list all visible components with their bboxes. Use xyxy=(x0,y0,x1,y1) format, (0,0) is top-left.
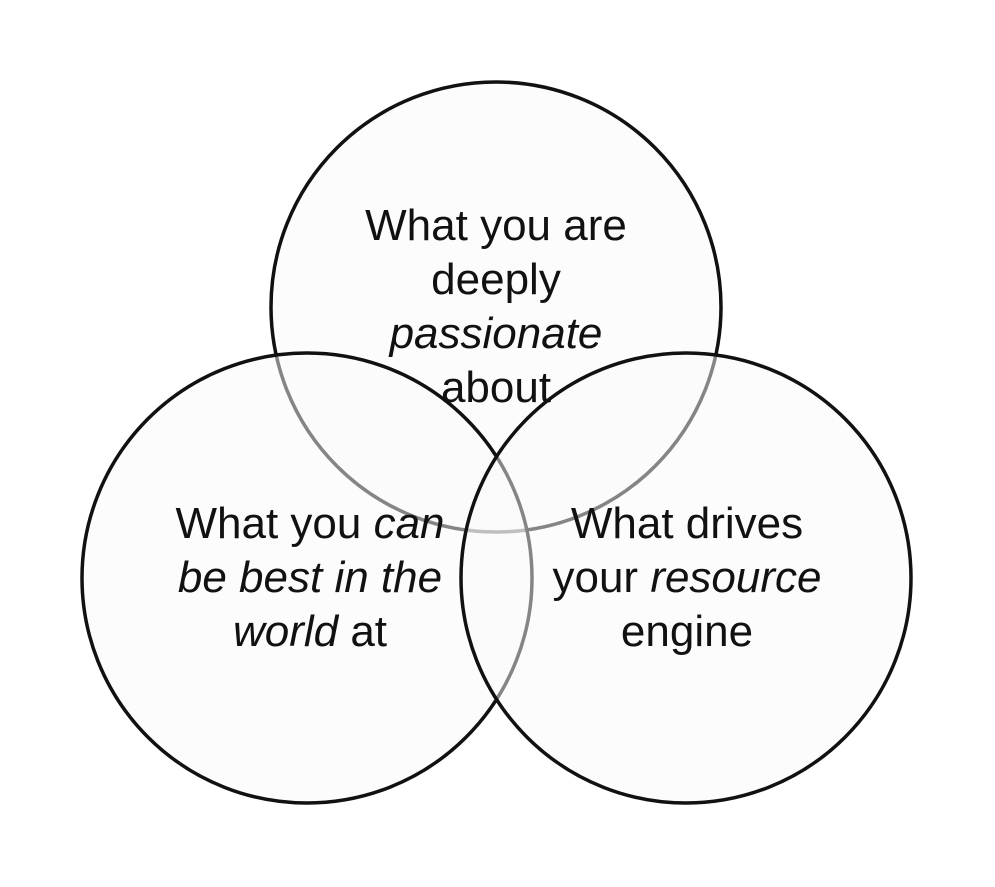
label-text-italic: can xyxy=(373,499,445,548)
label-line: deeply xyxy=(346,253,646,307)
label-line: passionate xyxy=(346,307,646,361)
label-line: world at xyxy=(150,605,470,659)
label-line: be best in the xyxy=(150,551,470,605)
label-text-italic: passionate xyxy=(389,309,603,358)
label-line: What you are xyxy=(346,199,646,253)
label-line: What you can xyxy=(150,497,470,551)
label-text: engine xyxy=(620,607,754,656)
label-text: about xyxy=(440,363,552,412)
label-text: deeply xyxy=(431,255,561,304)
label-line: your resource xyxy=(527,551,847,605)
label-text: your xyxy=(552,553,651,602)
label-text-italic: be best in the xyxy=(177,553,443,602)
label-text-italic: world xyxy=(232,607,339,656)
label-text: What drives xyxy=(570,499,804,548)
label-text: at xyxy=(338,607,388,656)
circle-resource-engine xyxy=(459,351,913,805)
label-text: What you are xyxy=(365,201,627,250)
label-passion: What you are deeply passionate about xyxy=(346,199,646,415)
label-text-italic: resource xyxy=(650,553,822,602)
label-line: engine xyxy=(527,605,847,659)
label-line: What drives xyxy=(527,497,847,551)
label-text: What you xyxy=(175,499,374,548)
label-line: about xyxy=(346,361,646,415)
